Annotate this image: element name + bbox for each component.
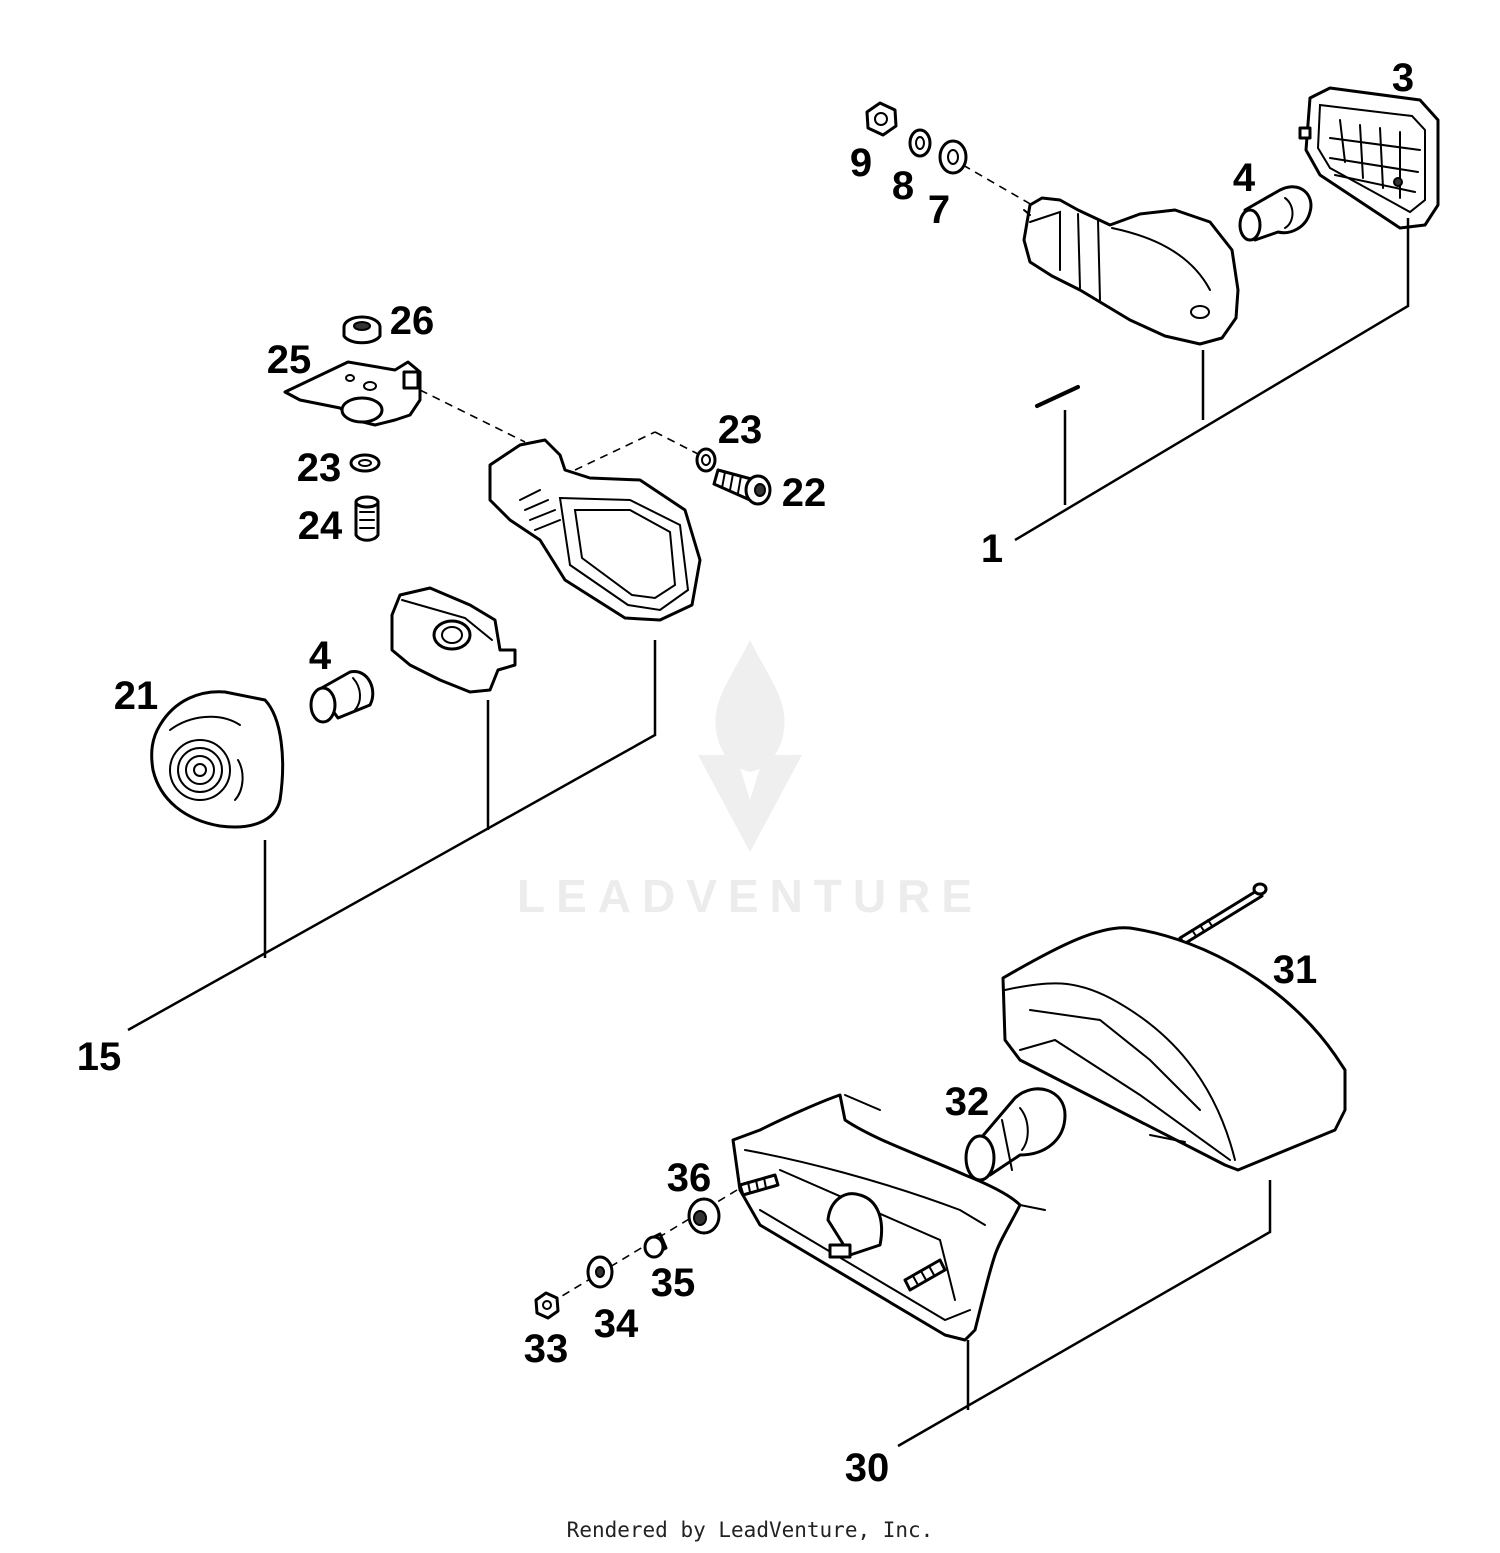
- credit-text: Rendered by LeadVenture, Inc.: [566, 1518, 934, 1542]
- callout-23-left: 23: [297, 446, 342, 490]
- lock-washer-8: [908, 128, 932, 158]
- callout-3: 3: [1392, 56, 1414, 100]
- grommet-26: [342, 315, 382, 345]
- tail-bulb-32: [964, 1087, 1067, 1182]
- nut-33: [534, 1291, 560, 1320]
- assembly-30: [534, 882, 1347, 1448]
- watermark-flame-icon: [715, 640, 785, 772]
- watermark-v-icon: [698, 755, 802, 852]
- washer-23-right: [695, 447, 717, 473]
- watermark-text: LEADVENTURE: [517, 870, 983, 922]
- tail-housing: [731, 1093, 1046, 1342]
- assembly-15: [127, 315, 772, 1032]
- lens-21: [150, 690, 285, 829]
- callout-7: 7: [928, 188, 950, 232]
- callout-26: 26: [390, 299, 435, 343]
- lens-3: [1298, 86, 1440, 230]
- screw-22: [712, 468, 772, 506]
- callout-36: 36: [667, 1156, 712, 1200]
- callout-32: 32: [945, 1080, 990, 1124]
- tail-lens-31: [1001, 926, 1347, 1172]
- washer-34: [586, 1255, 614, 1289]
- leadventure-watermark: LEADVENTURE: [517, 640, 983, 922]
- bulb-4-rear: [309, 670, 375, 724]
- screw-24: [354, 495, 380, 542]
- callout-31: 31: [1273, 948, 1318, 992]
- callouts: 1 3 4 9 8 7 26 25 23 24 23 22 4 21 15 31…: [77, 56, 1414, 1490]
- turn-signal-housing-rear: [488, 438, 702, 622]
- bracket-25: [283, 360, 422, 427]
- spacer-35: [643, 1232, 668, 1259]
- bulb-socket: [390, 586, 517, 694]
- grommet-36: [687, 1197, 721, 1235]
- assembly-1: [865, 86, 1440, 542]
- callout-4-front: 4: [1233, 156, 1256, 200]
- callout-34: 34: [594, 1302, 639, 1346]
- callout-25: 25: [267, 338, 312, 382]
- callout-35: 35: [651, 1261, 696, 1305]
- callout-33: 33: [524, 1327, 569, 1371]
- callout-21: 21: [114, 674, 159, 718]
- callout-9: 9: [850, 141, 872, 185]
- callout-23-right: 23: [718, 408, 763, 452]
- callout-8: 8: [892, 164, 914, 208]
- callout-15: 15: [77, 1035, 122, 1079]
- bulb-4-front: [1238, 185, 1313, 242]
- callout-22: 22: [782, 471, 827, 515]
- callout-4-rear: 4: [309, 634, 332, 678]
- tail-screw: [1178, 882, 1268, 946]
- turn-signal-housing-front: [1022, 196, 1240, 346]
- washer-7: [938, 139, 968, 175]
- callout-30: 30: [845, 1446, 890, 1490]
- callout-24: 24: [298, 504, 343, 548]
- callout-1: 1: [981, 527, 1003, 571]
- washer-23-left: [349, 453, 381, 473]
- nut-9: [865, 101, 898, 137]
